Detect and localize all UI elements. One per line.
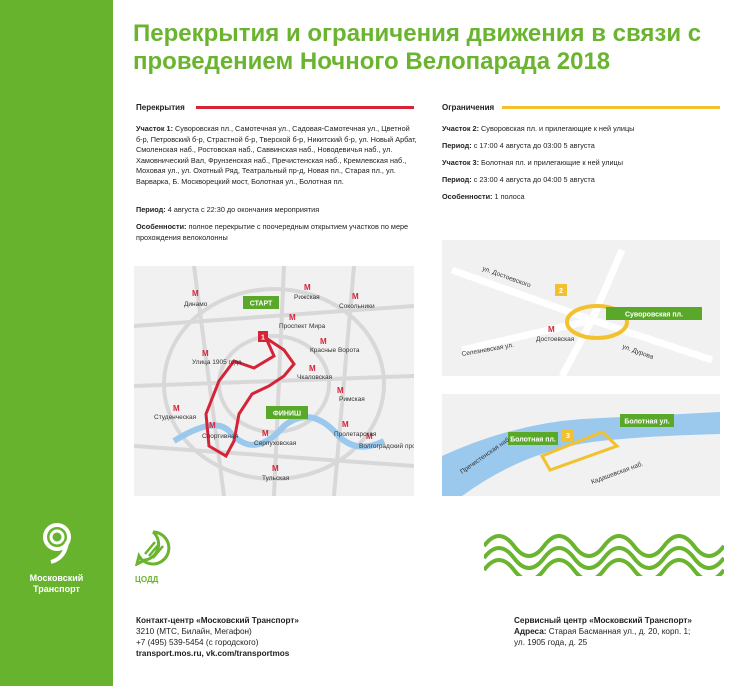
contact-heading: Контакт-центр «Московский Транспорт» [136, 616, 299, 625]
closures-heading: Перекрытия [136, 103, 185, 112]
service-center: Сервисный центр «Московский Транспорт» А… [514, 615, 692, 648]
station-1: Рижская [294, 294, 320, 301]
features1: Особенности: полное перекрытие с поочере… [136, 222, 409, 242]
section3: Участок 3: Болотная пл. и прилегающие к … [442, 158, 623, 167]
svg-text:M: M [272, 464, 279, 473]
tsodd-label: ЦОДД [135, 575, 159, 584]
station-10: Серпуховская [254, 440, 297, 447]
station-11: Пролетарская [334, 431, 377, 438]
restrictions-rule [502, 106, 720, 109]
brand-line2: Транспорт [33, 584, 80, 594]
restrictions-heading: Ограничения [442, 103, 495, 112]
svg-text:M: M [320, 337, 327, 346]
zone-marker-2: 2 [559, 288, 563, 295]
svg-text:M: M [309, 364, 316, 373]
station-6: Улица 1905 года [192, 359, 242, 366]
svg-text:M: M [342, 420, 349, 429]
service-address1: Адреса: Старая Басманная ул., д. 20, кор… [514, 627, 691, 636]
period2: Период: с 17:00 4 августа до 03:00 5 авг… [442, 141, 595, 150]
contact-line1: 3210 (МТС, Билайн, Мегафон) [136, 627, 252, 636]
contact-center: Контакт-центр «Московский Транспорт» 321… [136, 615, 299, 659]
start-label: СТАРТ [250, 301, 273, 308]
features2: Особенности: 1 полоса [442, 192, 525, 201]
contact-line2: +7 (495) 539-5454 (с городского) [136, 638, 259, 647]
finish-label: ФИНИШ [273, 411, 301, 418]
period3: Период: с 23:00 4 августа до 04:00 5 авг… [442, 175, 595, 184]
route-marker-1: 1 [261, 335, 265, 342]
suvorovskaya-map: 2 Суворовская пл. ул. Достоевского Селез… [442, 240, 720, 376]
station-3: Проспект Мира [279, 323, 326, 330]
svg-text:M: M [209, 421, 216, 430]
service-heading: Сервисный центр «Московский Транспорт» [514, 616, 692, 625]
bolotnaya-street-tag: Болотная ул. [624, 419, 669, 426]
section1-text: Участок 1: Суворовская пл., Самотечная у… [136, 124, 417, 186]
svg-text:M: M [304, 283, 311, 292]
street-kadashevskaya: Кадашевская наб. [590, 460, 645, 486]
transport-logo-icon [42, 523, 71, 564]
moscow-transport-logo: Московский Транспорт [0, 520, 113, 595]
station-9: Спортивная [202, 433, 239, 440]
station-7: Римская [339, 396, 365, 403]
service-address2: ул. 1905 года, д. 25 [514, 638, 588, 647]
station-4: Красные Ворота [310, 347, 360, 354]
green-sidebar [0, 0, 113, 686]
brand-line1: Московский [29, 573, 84, 583]
period1: Период: 4 августа с 22:30 до окончания м… [136, 205, 320, 214]
station-13: Тульская [262, 475, 290, 482]
page-title: Перекрытия и ограничения движения в связ… [133, 20, 702, 75]
bolotnaya-map: 3 Болотная пл. Болотная ул. Пречистенска… [442, 394, 720, 496]
svg-text:M: M [192, 289, 199, 298]
zone-marker-3: 3 [566, 433, 570, 440]
contact-links[interactable]: transport.mos.ru, vk.com/transportmos [136, 649, 290, 658]
section2: Участок 2: Суворовская пл. и прилегающие… [442, 124, 635, 133]
station-2: Сокольники [339, 303, 375, 310]
station-12: Волгоградский проспект [359, 442, 414, 450]
svg-text:M: M [352, 292, 359, 301]
bolotnaya-square-tag: Болотная пл. [510, 437, 556, 444]
station-8: Студенческая [154, 414, 197, 421]
svg-text:M: M [548, 325, 555, 334]
suvorovskaya-tag: Суворовская пл. [625, 312, 683, 319]
tsodd-logo: ЦОДД [134, 530, 175, 584]
wave-decoration [484, 534, 724, 576]
svg-text:M: M [366, 432, 373, 441]
station-dostoevskaya: Достоевская [536, 336, 575, 343]
station-0: Динамо [184, 301, 208, 308]
street-durova: ул. Дурова [621, 343, 654, 361]
station-5: Чкаловская [297, 374, 333, 381]
svg-text:M: M [202, 349, 209, 358]
svg-text:M: M [262, 429, 269, 438]
svg-text:M: M [289, 313, 296, 322]
svg-text:M: M [173, 404, 180, 413]
tsodd-icon [134, 530, 171, 567]
closures-rule [196, 106, 414, 109]
svg-text:M: M [337, 386, 344, 395]
